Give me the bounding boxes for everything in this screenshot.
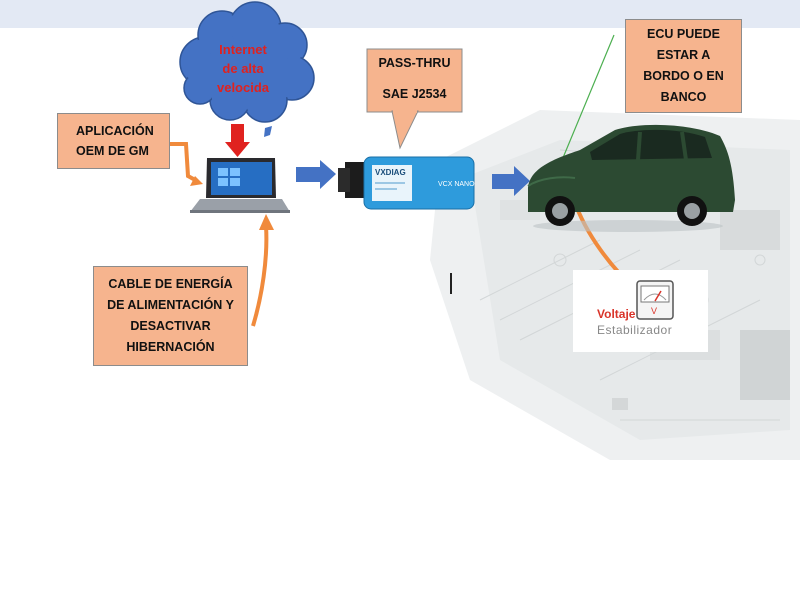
passthru-line-1: PASS-THRU <box>378 56 451 70</box>
callout-ecu-line-4: BANCO <box>660 90 707 104</box>
callout-passthru: PASS-THRU SAE J2534 <box>367 56 462 101</box>
callout-app-line-2: OEM DE GM <box>76 144 149 158</box>
cloud-label: Internet de alta velocida <box>208 40 278 97</box>
callout-cable-line-2: DE ALIMENTACIÓN Y <box>107 298 234 312</box>
obd-adapter-icon: VXDIAG VCX NANO <box>338 156 475 210</box>
callout-app-line-1: APLICACIÓN <box>76 124 154 138</box>
blue-arrow-adapter-car <box>492 166 530 196</box>
blue-arrow-laptop-adapter <box>296 160 336 189</box>
callout-ecu: ECU PUEDE ESTAR A BORDO O EN BANCO <box>625 19 742 113</box>
car-icon <box>527 124 735 232</box>
callout-cable-line-1: CABLE DE ENERGÍA <box>108 277 233 291</box>
callout-ecu-line-3: BORDO O EN <box>643 69 724 83</box>
laptop-icon <box>190 158 290 213</box>
text-cursor <box>450 273 452 294</box>
callout-ecu-line-1: ECU PUEDE <box>647 27 720 41</box>
cloud-line-2: de alta <box>222 61 264 76</box>
callout-app: APLICACIÓN OEM DE GM <box>57 113 170 169</box>
passthru-line-2: SAE J2534 <box>382 87 447 101</box>
callout-cable-line-3: DESACTIVAR <box>130 319 211 333</box>
cloud-icon <box>179 1 315 123</box>
passthru-callout-shape <box>366 48 463 150</box>
orange-arrow-cable <box>251 214 274 327</box>
callout-cable-line-4: HIBERNACIÓN <box>126 340 215 354</box>
ecu-callout-leader <box>559 34 615 166</box>
cloud-line-3: velocida <box>216 80 270 95</box>
adapter-model-label: VCX NANO <box>438 181 475 188</box>
voltage-title: Voltaje <box>597 307 636 321</box>
cloud-line-1: Internet <box>219 42 267 57</box>
signal-icon <box>264 126 272 137</box>
red-down-arrow <box>225 124 250 157</box>
voltmeter-unit: V <box>651 306 657 316</box>
voltmeter-icon: V <box>636 280 674 320</box>
adapter-brand-label: VXDIAG <box>375 168 406 177</box>
callout-cable: CABLE DE ENERGÍA DE ALIMENTACIÓN Y DESAC… <box>93 266 248 366</box>
callout-ecu-line-2: ESTAR A <box>656 48 711 62</box>
orange-arrow-app <box>170 142 203 186</box>
voltage-subtitle: Estabilizador <box>597 323 673 337</box>
